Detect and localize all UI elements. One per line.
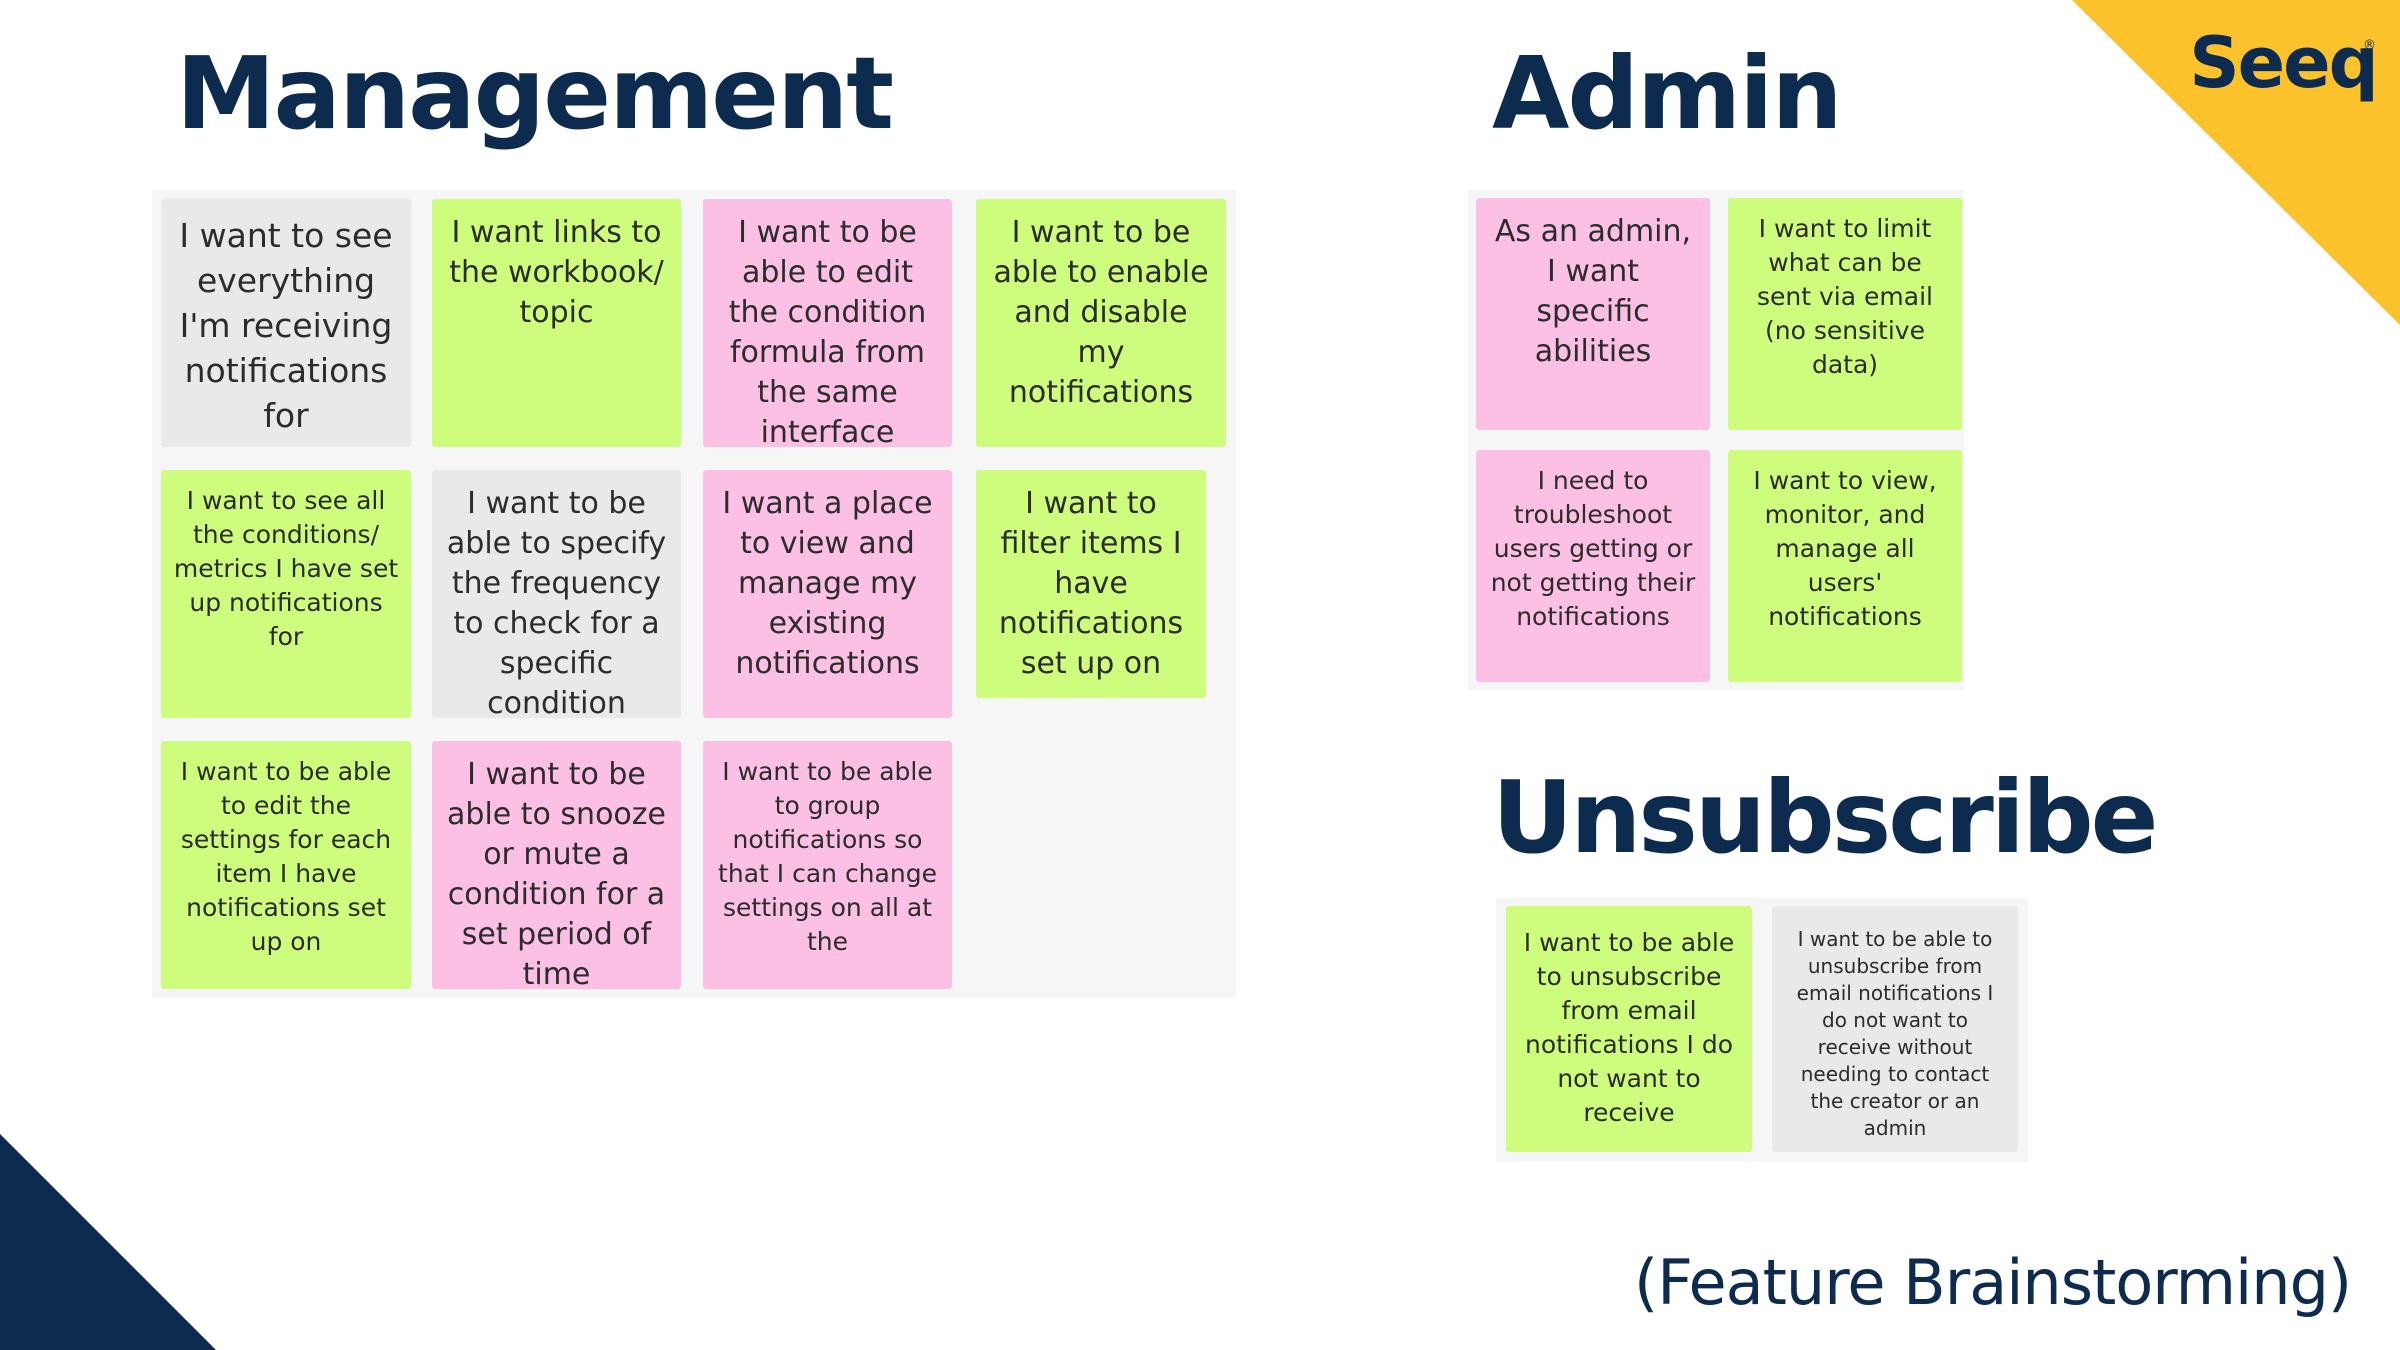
sticky-note[interactable]: I want to be able to group notifications… [703, 741, 952, 989]
sticky-note-text: I want to see all the conditions/ metric… [173, 486, 399, 651]
sticky-note-text: I want to see everything I'm receiving n… [179, 216, 393, 435]
sticky-note[interactable]: I want a place to view and manage my exi… [703, 470, 952, 718]
sticky-note[interactable]: As an admin, I want specific abilities [1476, 198, 1710, 430]
sticky-note-text: I need to troubleshoot users getting or … [1490, 466, 1696, 631]
logo-text: Seeq [2189, 22, 2378, 104]
sticky-note-text: I want to be able to specify the frequen… [446, 486, 667, 718]
sticky-note[interactable]: I want to see everything I'm receiving n… [161, 199, 411, 447]
sticky-note[interactable]: I want to be able to specify the frequen… [432, 470, 681, 718]
sticky-note[interactable]: I want to limit what can be sent via ema… [1728, 198, 1962, 430]
slide-caption: (Feature Brainstorming) [1634, 1246, 2352, 1319]
sticky-note-text: I want to be able to edit the settings f… [180, 757, 392, 956]
sticky-note[interactable]: I want to be able to unsubscribe from em… [1772, 906, 2018, 1152]
corner-accent-navy [0, 1134, 216, 1350]
sticky-note[interactable]: I want to view, monitor, and manage all … [1728, 450, 1962, 682]
heading-admin: Admin [1492, 35, 1843, 152]
sticky-note[interactable]: I want to filter items I have notificati… [976, 470, 1206, 698]
sticky-note-text: I want links to the workbook/ topic [449, 215, 664, 330]
sticky-note-text: I want to be able to snooze or mute a co… [447, 757, 666, 989]
sticky-note[interactable]: I want links to the workbook/ topic [432, 199, 681, 447]
sticky-note-text: I want to be able to enable and disable … [993, 215, 1209, 410]
sticky-note[interactable]: I want to be able to edit the condition … [703, 199, 952, 447]
sticky-note[interactable]: I want to be able to edit the settings f… [161, 741, 411, 989]
sticky-note-text: I want to be able to edit the condition … [728, 215, 927, 447]
sticky-note-text: I want to be able to unsubscribe from em… [1523, 928, 1735, 1127]
sticky-note-text: I want to limit what can be sent via ema… [1757, 214, 1933, 379]
heading-unsubscribe: Unsubscribe [1492, 759, 2158, 876]
sticky-note[interactable]: I want to see all the conditions/ metric… [161, 470, 411, 718]
sticky-note-text: I want to view, monitor, and manage all … [1753, 466, 1937, 631]
sticky-note-text: I want to filter items I have notificati… [998, 486, 1184, 681]
sticky-note[interactable]: I need to troubleshoot users getting or … [1476, 450, 1710, 682]
sticky-note[interactable]: I want to be able to snooze or mute a co… [432, 741, 681, 989]
sticky-note-text: I want to be able to unsubscribe from em… [1796, 927, 1994, 1140]
sticky-note-text: I want a place to view and manage my exi… [722, 486, 933, 681]
sticky-note-text: I want to be able to group notifications… [718, 757, 937, 956]
heading-management: Management [176, 35, 894, 152]
sticky-note[interactable]: I want to be able to enable and disable … [976, 199, 1226, 447]
sticky-note[interactable]: I want to be able to unsubscribe from em… [1506, 906, 1752, 1152]
seeq-logo: Seeq ® [2188, 18, 2378, 108]
registered-mark: ® [2363, 38, 2376, 53]
sticky-note-text: As an admin, I want specific abilities [1494, 214, 1692, 369]
